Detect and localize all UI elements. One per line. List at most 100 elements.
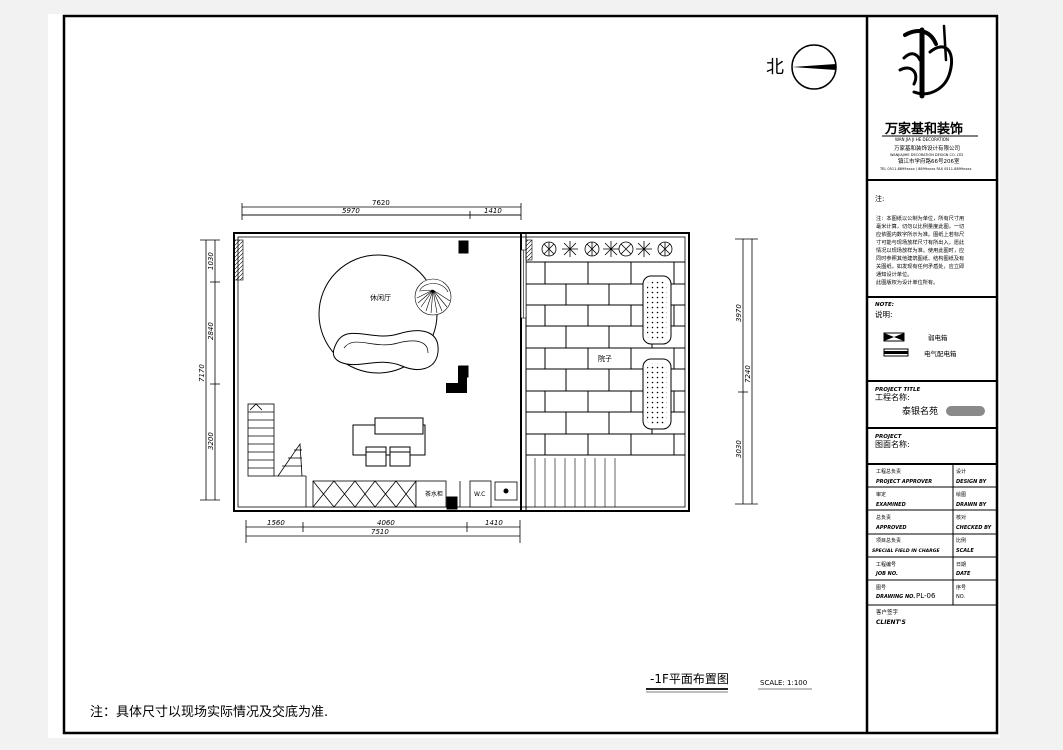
svg-text:PROJECT APPROVER: PROJECT APPROVER bbox=[876, 479, 932, 485]
outer-wall bbox=[233, 232, 690, 512]
notes-lines: 注：本图纸以公制为单位，所有尺寸用 毫米计算，切勿以比例量度此图，一切 应依图内… bbox=[876, 214, 965, 286]
svg-text:图号: 图号 bbox=[876, 585, 886, 591]
svg-text:SCALE: SCALE bbox=[956, 548, 974, 554]
svg-text:日期: 日期 bbox=[956, 562, 966, 568]
svg-text:DESIGN BY: DESIGN BY bbox=[956, 479, 988, 485]
note-line: 通知设计单位。 bbox=[876, 270, 912, 278]
hatched-wall bbox=[525, 239, 533, 261]
drawing-number: PL-06 bbox=[916, 592, 936, 600]
plant-row bbox=[541, 241, 673, 257]
sink-drain bbox=[503, 488, 509, 494]
l-column bbox=[446, 366, 467, 393]
client-cn: 客户签字 bbox=[876, 608, 899, 616]
dim-bottom-a: 1560 bbox=[267, 519, 285, 527]
dim-bottom-b: 4060 bbox=[377, 519, 395, 527]
note-line: 注：本图纸以公制为单位，所有尺寸用 bbox=[876, 214, 964, 222]
project-name: 泰银名苑 bbox=[902, 405, 938, 417]
tea-cabinet-label: 茶水柜 bbox=[425, 490, 443, 498]
title-block: 万家基和装饰 WAN JIA JI HE DECORATION 万家基和装饰设计… bbox=[867, 24, 997, 626]
inner-wall-line bbox=[237, 236, 686, 508]
dim-bottom-c: 1410 bbox=[485, 519, 503, 527]
svg-text:CHECKED BY: CHECKED BY bbox=[956, 525, 993, 531]
svg-text:设计: 设计 bbox=[956, 468, 966, 475]
note-line: 此图版权为设计单位所有。 bbox=[876, 278, 938, 286]
drawing-frame bbox=[62, 14, 999, 735]
dim-right-a: 3970 bbox=[735, 304, 743, 322]
svg-text:JOB NO.: JOB NO. bbox=[875, 571, 898, 577]
wc-box bbox=[469, 480, 492, 508]
note-line: 情况以现场放样为准。使用此图时，应 bbox=[876, 246, 964, 254]
column bbox=[458, 240, 469, 254]
note-line: 寸可能与现场放样尺寸有所出入，愿此 bbox=[876, 238, 965, 246]
title-row: 工程总负责 PROJECT APPROVER 设计 DESIGN BY bbox=[876, 468, 988, 485]
paper bbox=[48, 14, 1000, 738]
dining-table bbox=[352, 417, 426, 467]
dimension-text: 7620 5970 1410 1560 4060 1410 7510 1030 … bbox=[198, 199, 752, 536]
dim-top-left: 5970 bbox=[342, 207, 360, 215]
company-name-en: WAN JIA JI HE DECORATION bbox=[895, 137, 949, 142]
general-note: 注：具体尺寸以现场实际情况及交底为准. bbox=[90, 704, 328, 720]
north-arrow: 北 bbox=[766, 44, 837, 90]
dim-right-b: 3030 bbox=[735, 440, 743, 458]
company-full-name: 万家基和装饰设计有限公司 bbox=[894, 144, 960, 152]
yard-label: 院子 bbox=[598, 354, 612, 363]
scale-label: SCALE: 1:100 bbox=[760, 679, 807, 687]
dim-top-total: 7620 bbox=[372, 199, 390, 207]
dim-top-right: 1410 bbox=[484, 207, 502, 215]
staircase bbox=[247, 403, 307, 507]
legend-weak-box: 弱电箱 bbox=[928, 333, 948, 342]
drawing-name-cn: 图面名称: bbox=[875, 439, 910, 449]
svg-text:SPECIAL FIELD IN CHARGE: SPECIAL FIELD IN CHARGE bbox=[872, 548, 941, 554]
electric-box-icon bbox=[883, 348, 909, 357]
north-label: 北 bbox=[766, 57, 784, 78]
svg-text:工程总负责: 工程总负责 bbox=[876, 468, 901, 475]
company-logo bbox=[898, 24, 953, 99]
svg-text:审定: 审定 bbox=[876, 491, 886, 498]
floor-plan: 休闲厅 院子 茶水柜 W.C bbox=[233, 232, 690, 512]
client-en: CLIENT'S bbox=[876, 619, 906, 626]
dimension-lines bbox=[200, 203, 758, 543]
svg-text:绘图: 绘图 bbox=[956, 491, 966, 498]
title-row: 总负责 APPROVED 核对 CHECKED BY bbox=[875, 514, 993, 531]
svg-text:APPROVED: APPROVED bbox=[875, 525, 907, 531]
svg-text:工程编号: 工程编号 bbox=[876, 561, 896, 568]
svg-text:NO.: NO. bbox=[956, 594, 965, 600]
lounge-chair bbox=[414, 278, 452, 316]
dim-left-c: 3200 bbox=[207, 432, 215, 450]
svg-text:DATE: DATE bbox=[956, 571, 971, 577]
title-row: 图号 DRAWING NO. PL-06 序号 NO. bbox=[876, 584, 966, 600]
dim-left-total: 7170 bbox=[198, 364, 206, 382]
svg-text:核对: 核对 bbox=[956, 514, 966, 521]
curved-sofa bbox=[332, 330, 439, 370]
note-line: 应依图内数字所示为准。图纸上若标尺 bbox=[876, 230, 964, 238]
column bbox=[446, 496, 458, 510]
drawing-name-en: PROJECT bbox=[875, 434, 903, 440]
svg-text:DRAWN BY: DRAWN BY bbox=[956, 502, 988, 508]
lounge-label: 休闲厅 bbox=[370, 293, 391, 302]
note-line: 关图纸，如发现有任何矛盾处，应立即 bbox=[876, 262, 964, 270]
legend-title-cn: 说明: bbox=[875, 309, 893, 319]
svg-text:EXAMINED: EXAMINED bbox=[876, 502, 906, 508]
legend-title-en: NOTE: bbox=[875, 302, 894, 308]
note-line: 同时参照其他建筑图纸、结构图纸及有 bbox=[876, 254, 964, 262]
weak-box-icon bbox=[883, 332, 905, 342]
dim-right-total: 7240 bbox=[744, 365, 752, 383]
yard-deck bbox=[534, 458, 616, 507]
dim-left-a: 1030 bbox=[207, 252, 215, 270]
drawing-title: -1F平面布置图 bbox=[650, 672, 729, 686]
title-row: 项目总负责 SPECIAL FIELD IN CHARGE 比例 SCALE bbox=[872, 537, 974, 554]
tea-cabinet bbox=[312, 480, 447, 508]
company-name: 万家基和装饰 bbox=[884, 121, 963, 137]
legend-electric-box: 电气配电箱 bbox=[924, 349, 957, 358]
redacted-mark bbox=[946, 406, 985, 416]
svg-text:序号: 序号 bbox=[956, 584, 966, 591]
title-row: 审定 EXAMINED 绘图 DRAWN BY bbox=[876, 491, 988, 508]
svg-text:比例: 比例 bbox=[956, 537, 966, 544]
company-tel: TEL 0511-8899xxxx / 8899xxxx FAX 0511-88… bbox=[879, 167, 971, 171]
svg-text:DRAWING NO.: DRAWING NO. bbox=[876, 594, 915, 600]
north-pointer bbox=[792, 64, 836, 70]
note-line: 毫米计算，切勿以比例量度此图，一切 bbox=[876, 222, 964, 230]
dim-bottom-total: 7510 bbox=[371, 528, 389, 536]
title-row: 工程编号 JOB NO. 日期 DATE bbox=[875, 561, 971, 577]
